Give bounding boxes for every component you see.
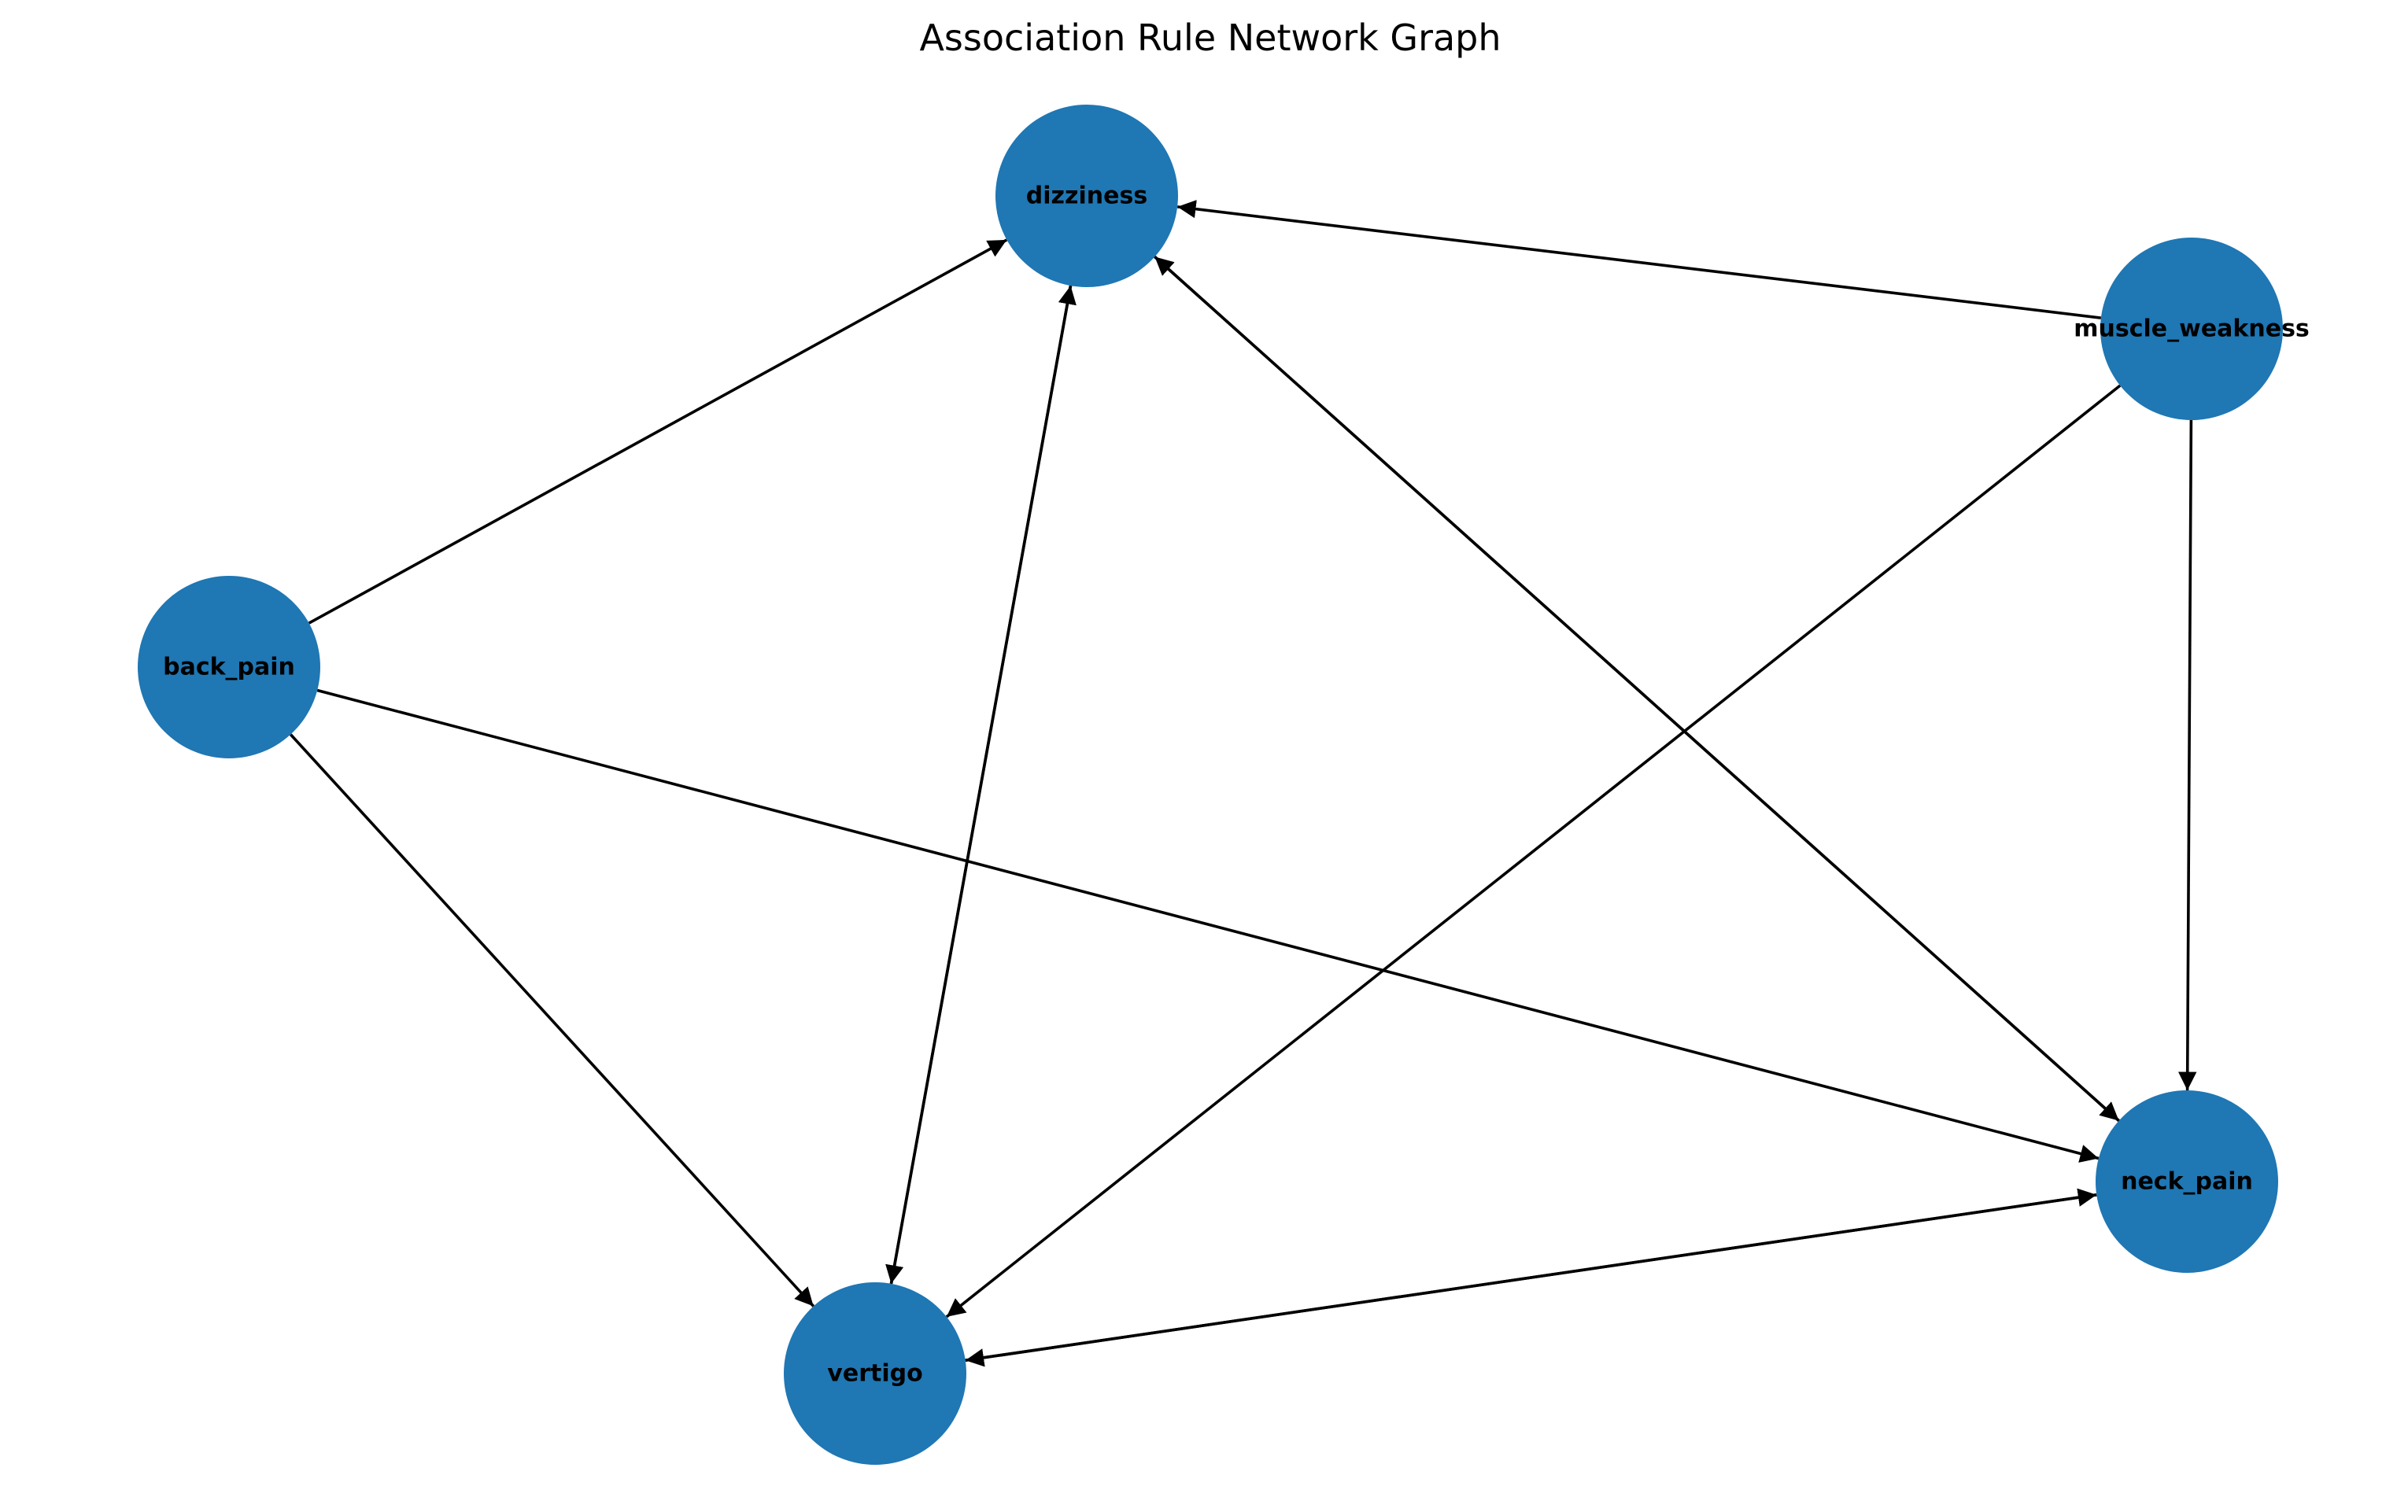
node-label-neck-pain: neck_pain (2121, 1168, 2253, 1196)
edge-muscle-weakness-to-neck-pain (2178, 419, 2197, 1091)
node-muscle-weakness: muscle_weakness (2074, 238, 2310, 420)
node-dizziness: dizziness (995, 105, 1178, 287)
edge-muscle-weakness-to-vertigo (945, 384, 2122, 1318)
node-circle-muscle-weakness (2100, 238, 2283, 420)
node-label-dizziness: dizziness (1026, 183, 1147, 210)
node-label-muscle-weakness: muscle_weakness (2074, 315, 2310, 343)
nodes-layer: dizziness muscle_weakness back_pain neck_pa… (138, 105, 2310, 1465)
node-circle-vertigo (784, 1282, 966, 1465)
edge-neck-pain-to-dizziness (1154, 256, 2120, 1122)
node-label-vertigo: vertigo (827, 1360, 922, 1388)
edge-back-pain-to-vertigo (289, 733, 815, 1307)
graph-title: Association Rule Network Graph (919, 17, 1501, 59)
node-vertigo: vertigo (784, 1282, 966, 1465)
node-back-pain: back_pain (138, 576, 320, 758)
edge-back-pain-to-neck-pain (316, 688, 2100, 1163)
edges-layer (289, 200, 2197, 1367)
edge-neck-pain-to-vertigo (965, 1193, 2097, 1367)
edge-vertigo-to-dizziness (889, 285, 1077, 1285)
node-circle-dizziness (995, 105, 1178, 287)
edge-muscle-weakness-to-dizziness (1176, 200, 2102, 319)
node-circle-neck-pain (2096, 1090, 2278, 1273)
node-neck-pain: neck_pain (2096, 1090, 2278, 1273)
node-circle-back-pain (138, 576, 320, 758)
node-label-back-pain: back_pain (163, 654, 295, 681)
edge-back-pain-to-dizziness (308, 238, 1008, 625)
